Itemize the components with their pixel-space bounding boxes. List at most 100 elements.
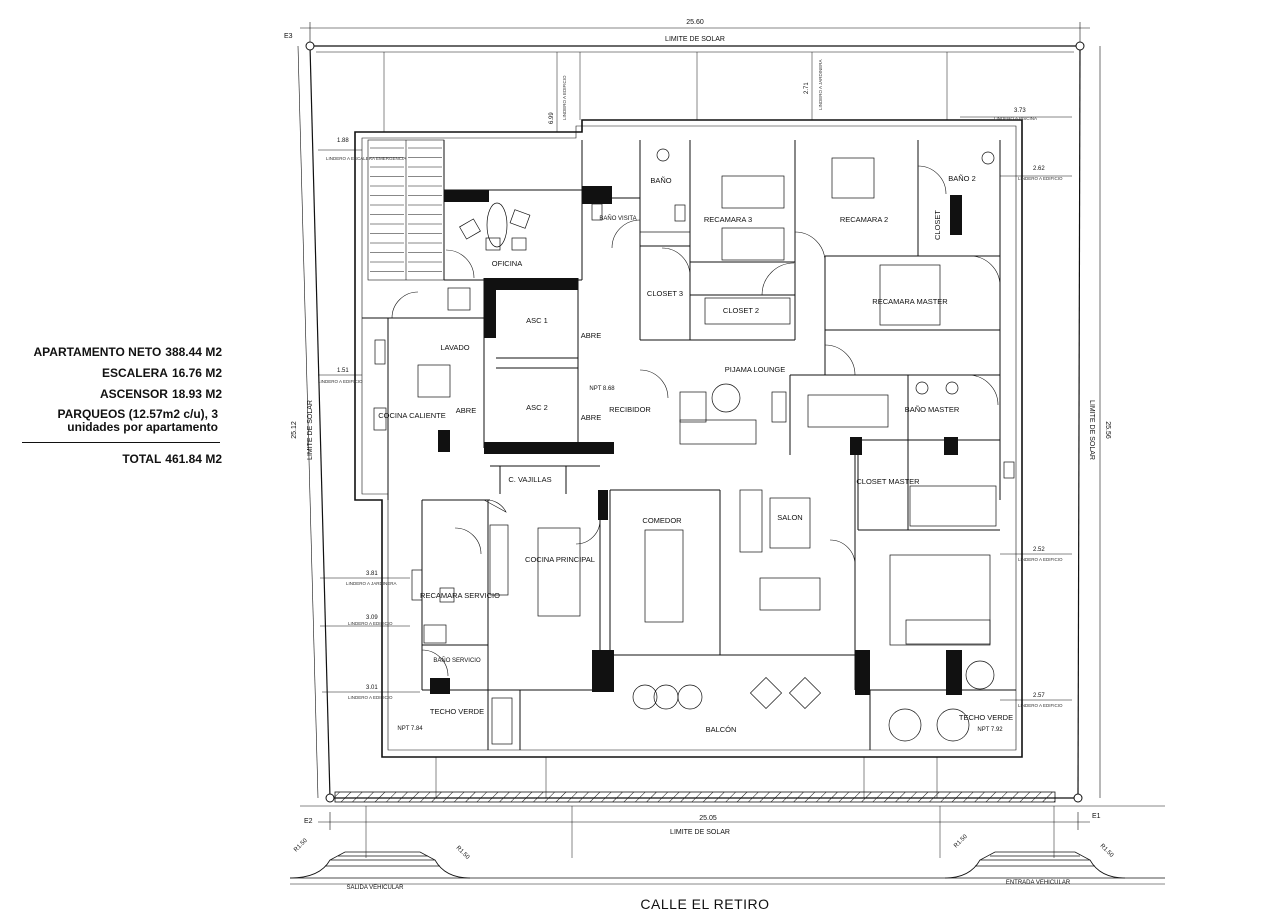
setback-right-2-note: LINDERO A EDIFICIO: [1018, 176, 1063, 181]
room-bano: BAÑO: [650, 176, 671, 185]
room-c-vajillas: C. VAJILLAS: [508, 475, 551, 484]
setback-right-3-note: LINDERO A EDIFICIO: [1018, 557, 1063, 562]
building-outline: [354, 119, 1023, 758]
room-lavado: LAVADO: [440, 343, 469, 352]
right-boundary-label: LIMITE DE SOLAR: [1088, 400, 1095, 460]
room-techo-verde-right: TECHO VERDE: [959, 713, 1013, 722]
exit-label: SALIDA VEHICULAR: [346, 885, 404, 891]
npt-left: NPT 7.84: [397, 726, 423, 732]
room-recamara-3: RECAMARA 3: [704, 215, 752, 224]
room-cocina-caliente: COCINA CALIENTE: [378, 411, 446, 420]
corner-e3: E3: [284, 33, 293, 40]
radius-left-b: R1.50: [455, 845, 471, 861]
emergency-stair: [367, 139, 445, 281]
door-swings: [391, 165, 1001, 677]
room-closet-2: CLOSET 2: [723, 306, 759, 315]
area-parqueos-row: PARQUEOS (12.57m2 c/u), 3 unidades por a…: [22, 408, 222, 434]
room-recamara-servicio: RECAMARA SERVICIO: [420, 591, 500, 600]
npt-center: NPT 8.68: [589, 386, 615, 392]
room-bano-master: BAÑO MASTER: [905, 405, 960, 414]
area-neto-value: 388.44 M2: [165, 345, 222, 359]
area-total-label: TOTAL: [122, 452, 162, 466]
setback-top-2-note: LINDERO A EDIFICIO: [562, 75, 567, 120]
left-boundary-label: LIMITE DE SOLAR: [307, 400, 314, 460]
setback-right-2-value: 2.62: [1033, 166, 1045, 172]
radius-right-b: R1.50: [1099, 843, 1115, 859]
room-closet-3: CLOSET 3: [647, 289, 683, 298]
room-comedor: COMEDOR: [642, 516, 682, 525]
npt-right: NPT 7.92: [977, 727, 1003, 733]
room-recamara-master: RECAMARA MASTER: [872, 297, 948, 306]
structural-columns: [430, 186, 962, 695]
corner-e1: E1: [1092, 813, 1101, 820]
corner-e2: E2: [304, 818, 313, 825]
furniture: [373, 148, 1015, 745]
setback-left-1-note: LINDERO A ESCALERA EMERGENCIA: [326, 156, 406, 161]
setback-left-3-note: LINDERO A JARDINERA: [346, 581, 397, 586]
stair-treads: [370, 147, 442, 272]
left-dimension-value: 25.12: [291, 421, 298, 439]
room-bano-2: BAÑO 2: [948, 174, 976, 183]
curb-ramp-right: [944, 851, 1126, 879]
room-abre-3: ABRE: [581, 413, 601, 422]
room-oficina: OFICINA: [492, 259, 522, 268]
room-abre-2: ABRE: [581, 331, 601, 340]
street-name: CALLE EL RETIRO: [640, 896, 770, 912]
setback-right-4-note: LINDERO A EDIFICIO: [1018, 703, 1063, 708]
radius-left-a: R1.50: [293, 837, 309, 853]
bottom-boundary-label: LIMITE DE SOLAR: [670, 829, 730, 836]
room-pijama-lounge: PIJAMA LOUNGE: [725, 365, 785, 374]
room-closet-master: CLOSET MASTER: [856, 477, 920, 486]
curb-ramp-left: [289, 851, 471, 879]
setback-top-2-value: 6.99: [549, 112, 555, 124]
bottom-dimension-value: 25.05: [699, 815, 717, 822]
setback-top-1-note: LINDERO A JARDINERA: [818, 59, 823, 110]
setback-left-2-note: LINDERO A EDIFICIO: [318, 379, 363, 384]
setback-marks: [318, 52, 1072, 858]
entrance-label: ENTRADA VEHICULAR: [1006, 880, 1071, 886]
setback-left-3-value: 3.81: [366, 571, 378, 577]
setback-right-1-note: LINDERO A PISCINA: [994, 116, 1037, 121]
room-bano-visita: BAÑO VISITA: [599, 215, 636, 222]
setback-right-4-value: 2.57: [1033, 693, 1045, 699]
room-asc-2: ASC 2: [526, 403, 548, 412]
room-techo-verde-left: TECHO VERDE: [430, 707, 484, 716]
room-salon: SALON: [777, 513, 802, 522]
room-closet: CLOSET: [933, 210, 942, 240]
area-total-value: 461.84 M2: [165, 452, 222, 466]
room-bano-servicio: BAÑO SERVICIO: [433, 657, 481, 664]
setback-right-1-value: 3.73: [1014, 108, 1026, 114]
room-asc-1: ASC 1: [526, 316, 548, 325]
setback-top-1-value: 2.71: [804, 82, 810, 94]
room-recibidor: RECIBIDOR: [609, 405, 651, 414]
right-dimension-value: 25.56: [1104, 421, 1111, 439]
area-parqueos-label: PARQUEOS (12.57m2 c/u), 3 unidades por a…: [57, 407, 219, 434]
setback-left-2-value: 1.51: [337, 368, 349, 374]
top-boundary-label: LIMITE DE SOLAR: [665, 36, 725, 43]
setback-right-3-value: 2.52: [1033, 547, 1045, 553]
setback-left-4-value: 3.09: [366, 615, 378, 621]
room-balcon: BALCÓN: [706, 725, 737, 734]
room-recamara-2: RECAMARA 2: [840, 215, 888, 224]
corner-markers: [305, 41, 1085, 803]
setback-left-5-value: 3.01: [366, 685, 378, 691]
area-escalera-value: 16.76 M2: [171, 366, 222, 380]
area-divider: [22, 442, 220, 443]
area-escalera-label: ESCALERA: [101, 366, 168, 380]
area-neto-label: APARTAMENTO NETO: [33, 345, 162, 359]
setback-left-1-value: 1.88: [337, 138, 349, 144]
area-ascensor-value: 18.93 M2: [171, 387, 222, 401]
area-ascensor-label: ASCENSOR: [99, 387, 168, 401]
setback-left-5-note: LINDERO A EDIFICIO: [348, 695, 393, 700]
room-cocina-principal: COCINA PRINCIPAL: [525, 555, 595, 564]
bottom-dimension: [318, 812, 1090, 830]
left-dimension: [297, 45, 319, 799]
setback-left-4-note: LINDERO A EDIFICIO: [348, 621, 393, 626]
room-abre-1: ABRE: [456, 406, 476, 415]
